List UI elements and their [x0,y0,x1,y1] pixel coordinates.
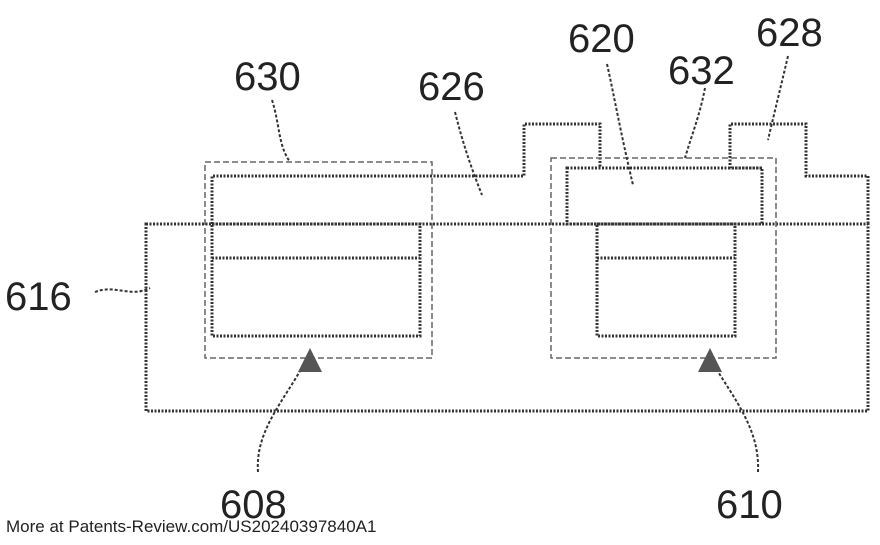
label-610: 610 [716,483,783,527]
label-630: 630 [234,55,301,99]
leader-632 [685,88,705,158]
label-616: 616 [5,275,72,319]
region-630 [205,162,432,358]
arrow-608-icon [298,348,322,372]
layer-626 [212,124,868,224]
block-608 [212,224,420,336]
leader-616 [95,288,150,292]
label-628: 628 [756,11,823,55]
block-610 [597,224,735,336]
leader-626 [455,112,482,195]
label-620: 620 [568,17,635,61]
label-626: 626 [418,65,485,109]
leader-608 [258,362,305,472]
source-footer: More at Patents-Review.com/US20240397840… [6,517,376,537]
leader-628 [768,56,788,140]
leader-630 [272,100,290,162]
label-632: 632 [668,49,735,93]
leader-610 [712,362,758,472]
structure-620 [567,168,762,224]
substrate-616 [146,224,868,411]
arrow-610-icon [698,348,722,372]
